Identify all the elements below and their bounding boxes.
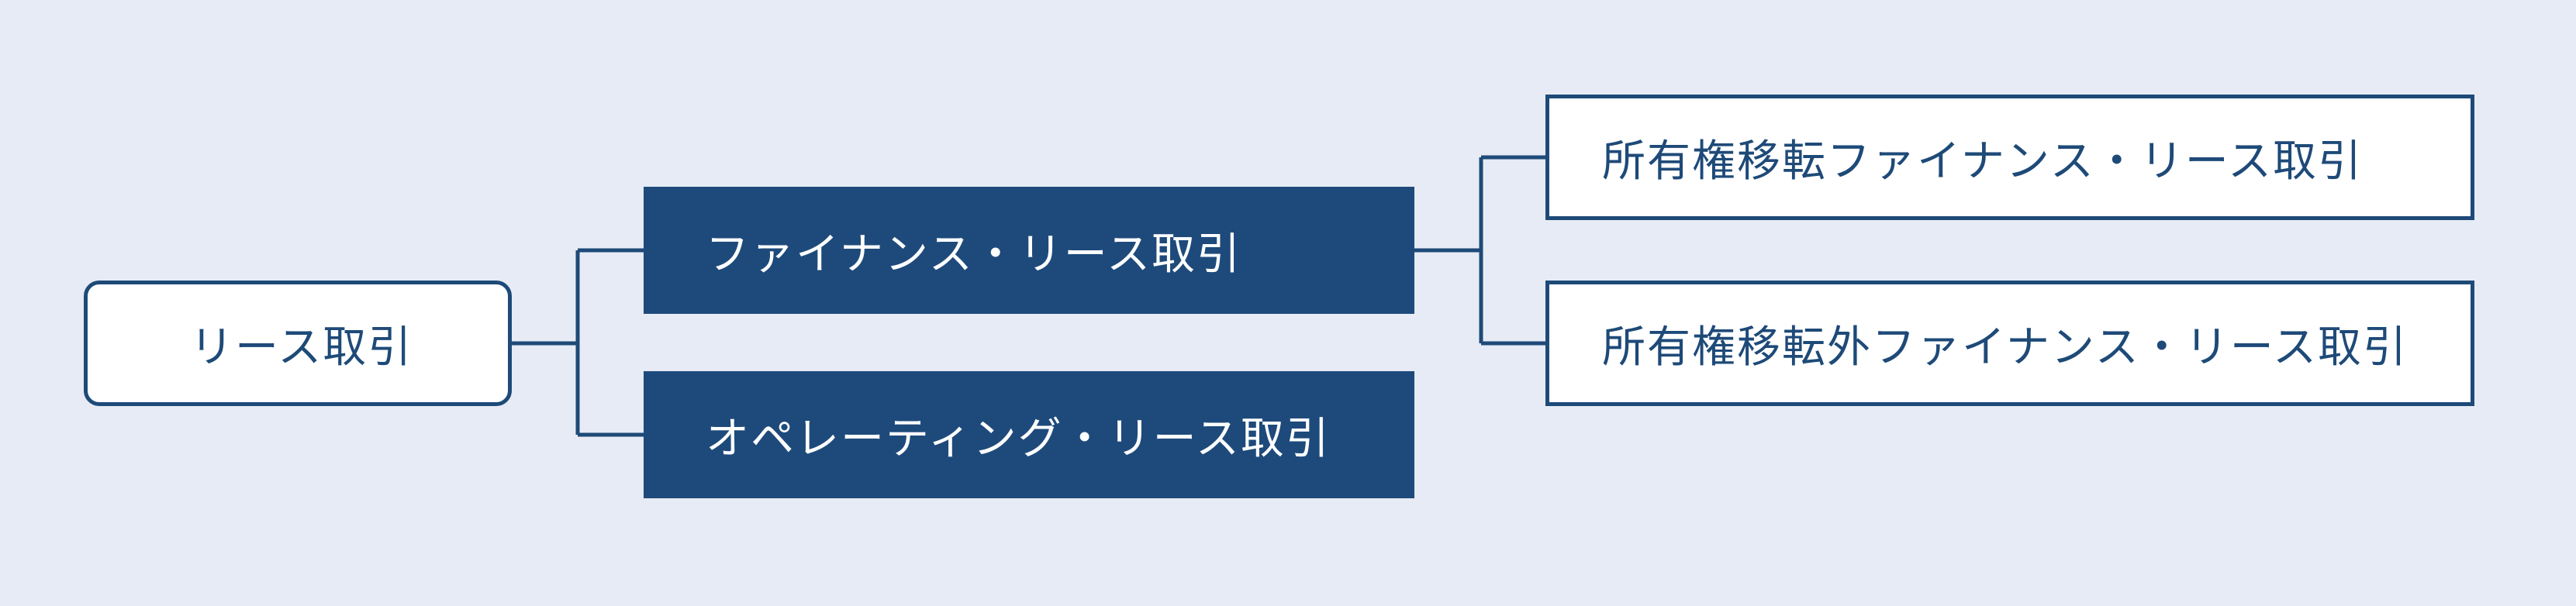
non-ownership-transfer-finance-lease-node: 所有権移転外ファイナンス・リース取引 <box>1545 281 2474 406</box>
ownership-transfer-finance-lease-node: 所有権移転ファイナンス・リース取引 <box>1545 95 2474 220</box>
non-ownership-transfer-label: 所有権移転外ファイナンス・リース取引 <box>1602 322 2408 373</box>
connector-root-to-branches <box>512 248 644 437</box>
finance-lease-label: ファイナンス・リース取引 <box>706 229 1241 280</box>
ownership-transfer-label: 所有権移転ファイナンス・リース取引 <box>1602 136 2363 187</box>
root-node-lease-transaction: リース取引 <box>84 281 512 406</box>
connector-finance-to-leaves <box>1414 155 1545 346</box>
root-node-label: リース取引 <box>190 322 413 373</box>
operating-lease-node: オペレーティング・リース取引 <box>644 371 1414 498</box>
operating-lease-label: オペレーティング・リース取引 <box>706 413 1331 464</box>
finance-lease-node: ファイナンス・リース取引 <box>644 187 1414 314</box>
